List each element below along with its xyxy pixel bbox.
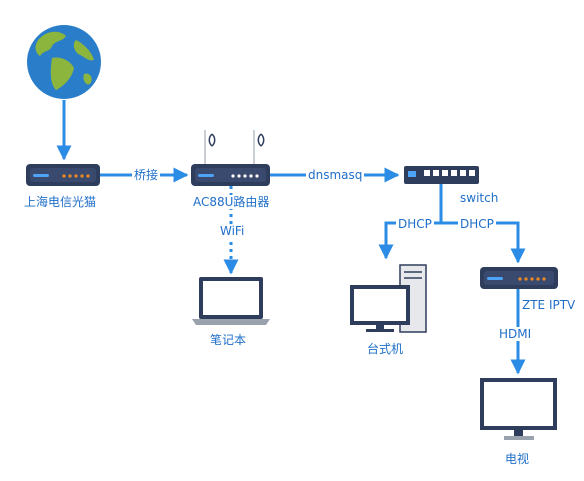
hdmi-label: HDMI (497, 327, 534, 341)
bridge-label: 桥接 (132, 168, 161, 182)
earth-icon (27, 25, 101, 99)
dhcp-left-label: DHCP (396, 217, 434, 231)
laptop-label: 笔记本 (210, 333, 247, 347)
laptop-icon (192, 277, 270, 325)
modem-icon (26, 164, 100, 186)
switch-label: switch (460, 191, 499, 205)
tv-icon (480, 378, 557, 440)
wifi-label: WiFi (218, 224, 247, 238)
desktop-icon (350, 264, 427, 333)
dhcp-right-label: DHCP (458, 217, 496, 231)
dnsmasq-label: dnsmasq (306, 168, 365, 182)
switch-icon (404, 166, 479, 184)
iptv-label: ZTE IPTV (520, 298, 578, 312)
router-label: AC88U路由器 (191, 195, 272, 209)
iptv-box-icon (480, 267, 558, 289)
modem-label: 上海电信光猫 (24, 195, 97, 209)
tv-label: 电视 (505, 452, 530, 466)
desktop-label: 台式机 (367, 342, 404, 356)
router-icon (191, 130, 270, 186)
